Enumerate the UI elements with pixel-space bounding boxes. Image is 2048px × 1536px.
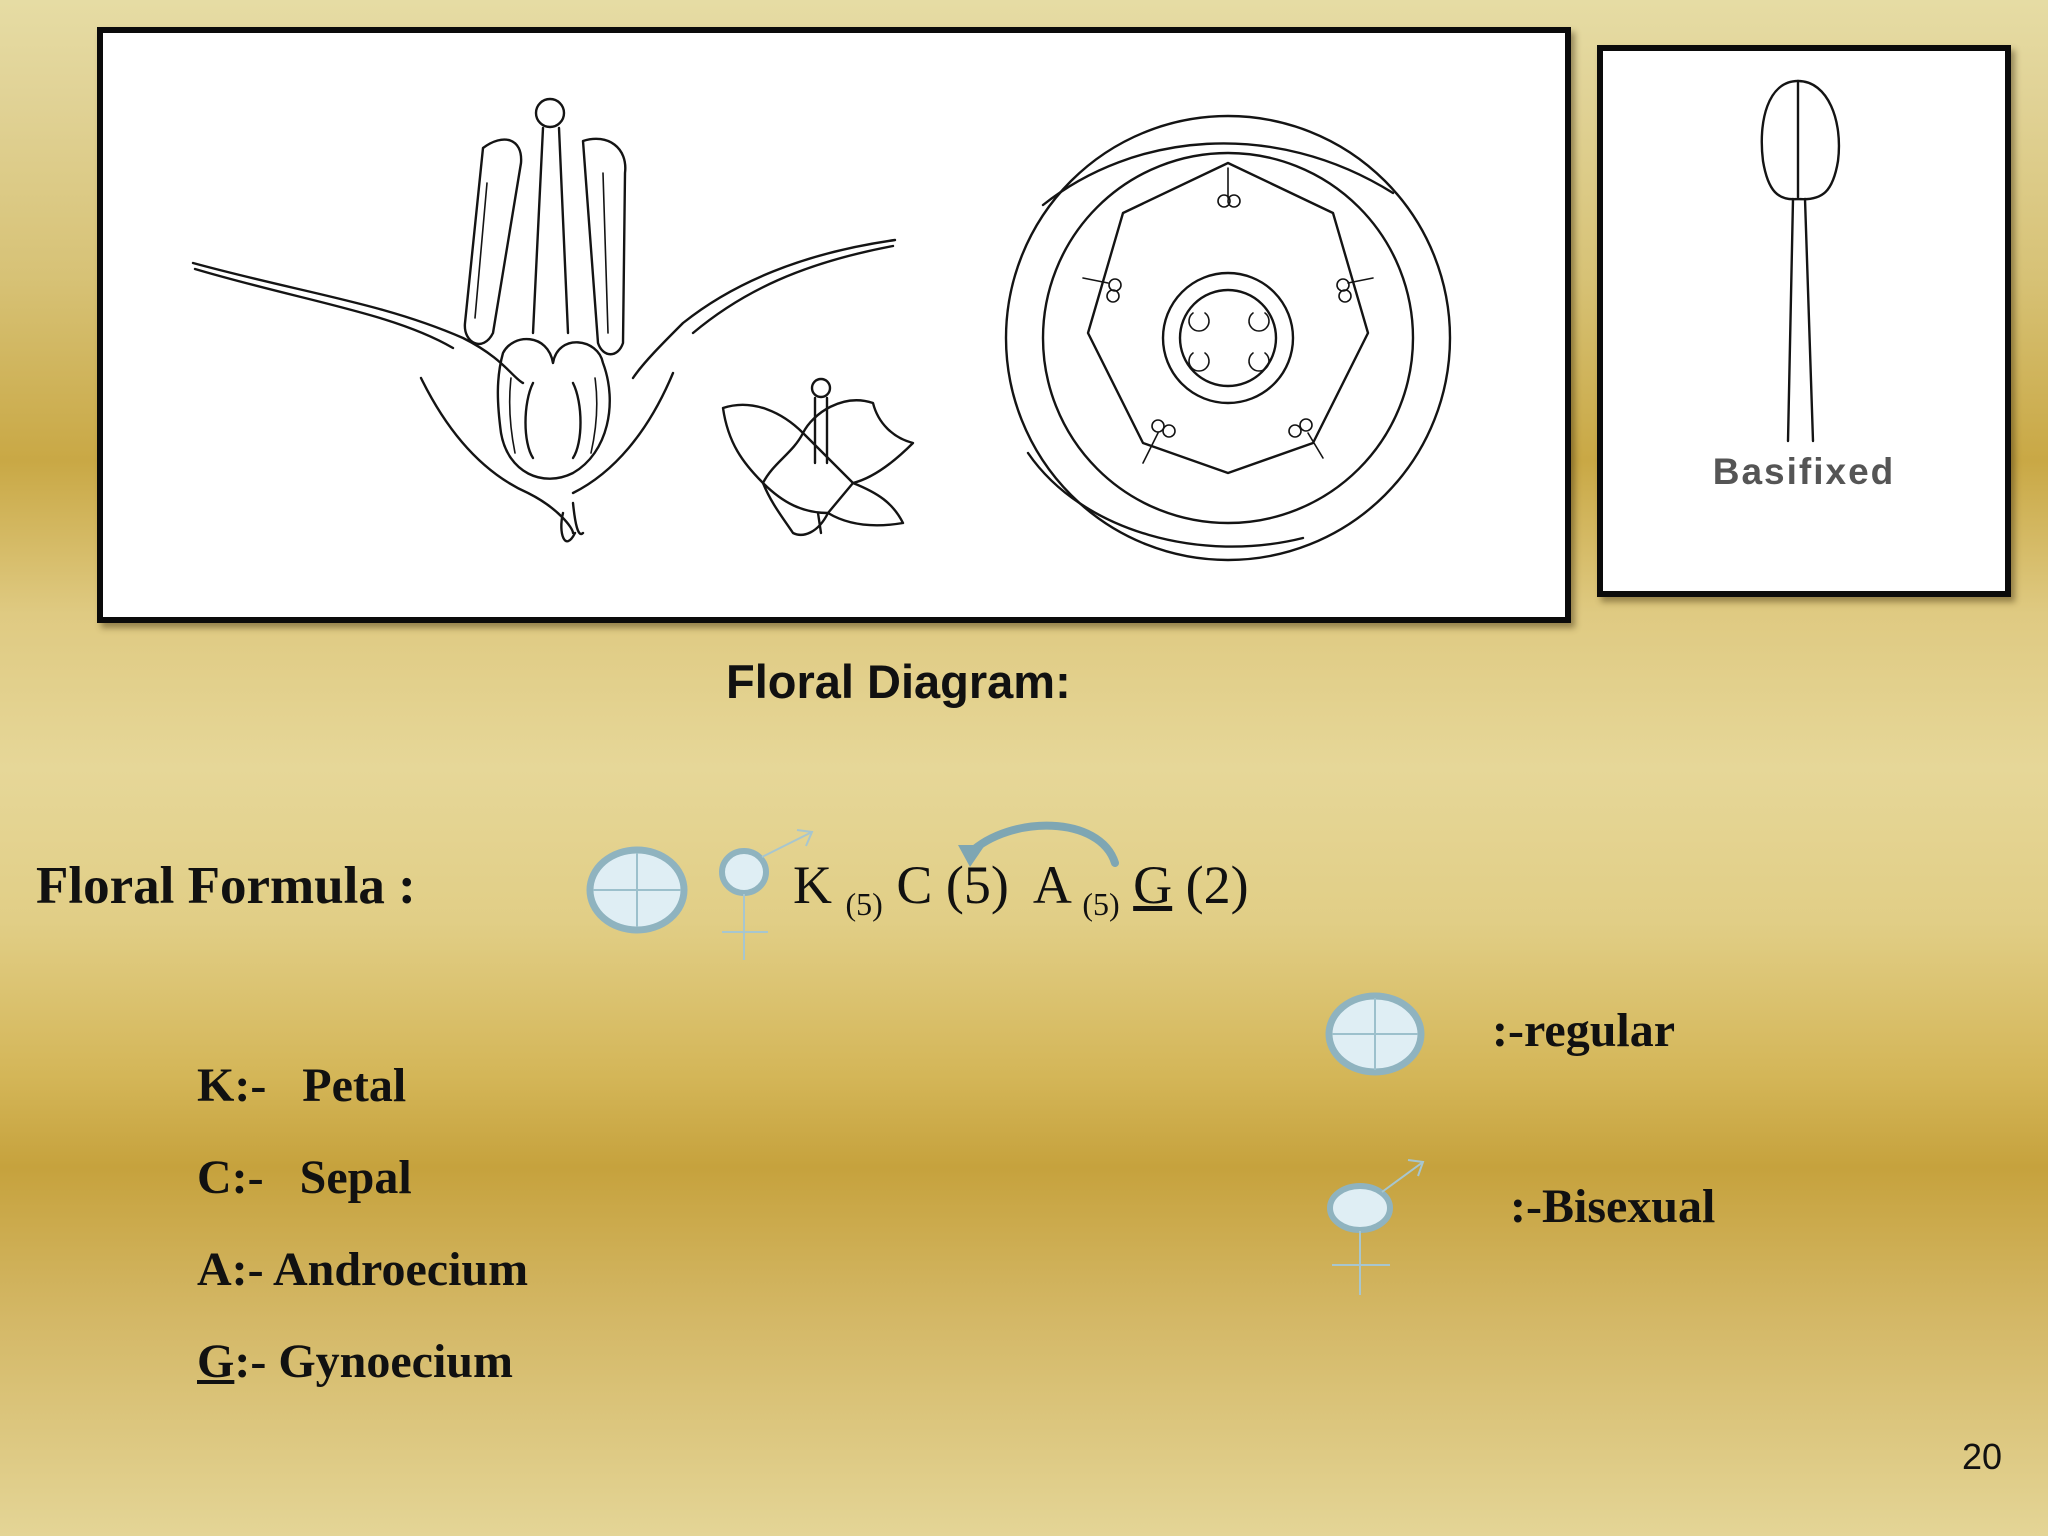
legend-g-letter: G <box>197 1335 235 1388</box>
legend-a: A:- Androecium <box>197 1243 529 1296</box>
flower-longitudinal-section <box>191 97 897 543</box>
formula-g: G <box>1133 855 1173 915</box>
formula-a: A <box>1032 855 1069 915</box>
floral-diagram-cross-section <box>1004 114 1452 562</box>
epipetalous-arrow-icon <box>958 821 1119 867</box>
floral-formula-label: Floral Formula : <box>36 857 416 915</box>
formula-g-count: (2) <box>1185 855 1249 915</box>
legend-g-text: :- Gynoecium <box>234 1335 513 1388</box>
bisexual-key-symbol-icon <box>1327 1159 1425 1295</box>
floral-diagram-title: Floral Diagram: <box>726 655 1071 708</box>
slide-number: 20 <box>1962 1436 2003 1477</box>
bisexual-symbol-icon <box>719 829 814 960</box>
regular-symbol-icon <box>1325 992 1425 1076</box>
flower-front-view <box>721 377 915 536</box>
anther-illustration-panel: Basifixed <box>1597 45 2011 597</box>
legend-g: G:- Gynoecium <box>197 1334 513 1389</box>
flower-drawings <box>191 97 1452 562</box>
anther-caption: Basifixed <box>1712 451 1896 492</box>
floral-formula: K (5) C (5) A (5) G (2) <box>793 854 1249 922</box>
actinomorphic-symbol-icon <box>586 846 688 934</box>
formula-a-count: (5) <box>1082 886 1120 922</box>
legend-c: C:- Sepal <box>197 1151 412 1204</box>
formula-k: K <box>793 855 832 915</box>
basifixed-anther-drawing <box>1760 79 1841 443</box>
bisexual-symbol-label: :-Bisexual <box>1510 1180 1716 1233</box>
regular-symbol-label: :-regular <box>1492 1004 1676 1057</box>
legend-k: K:- Petal <box>197 1059 407 1112</box>
formula-k-count: (5) <box>845 886 883 922</box>
formula-c: C (5) <box>896 855 1009 915</box>
flower-illustration-panel <box>97 27 1571 623</box>
